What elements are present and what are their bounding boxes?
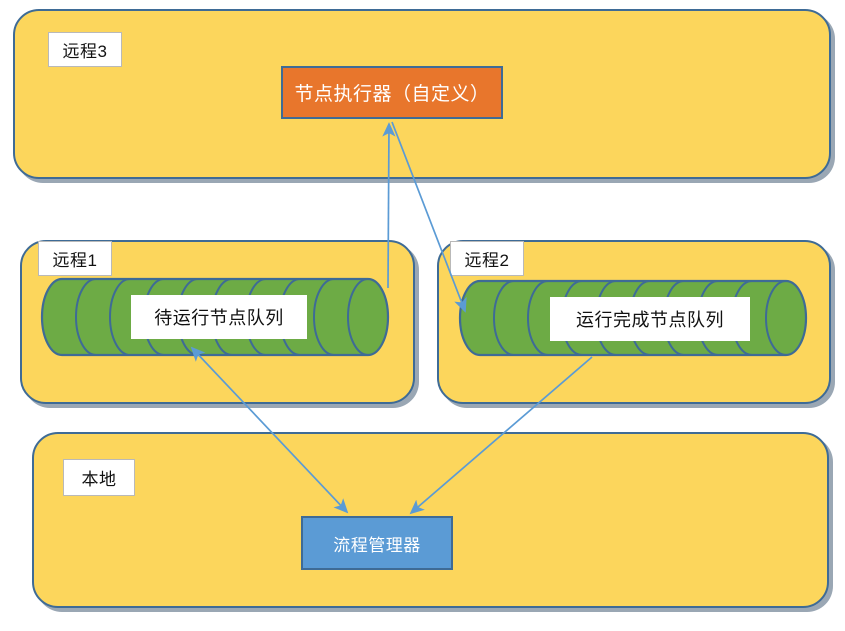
zone-label-remote3: 远程3 <box>48 32 122 67</box>
zone-label-remote1: 远程1 <box>38 241 112 276</box>
node-executor-box[interactable]: 节点执行器（自定义） <box>281 66 503 119</box>
process-manager-box[interactable]: 流程管理器 <box>301 516 453 570</box>
finished-queue-label: 运行完成节点队列 <box>550 297 750 341</box>
zone-label-local: 本地 <box>63 459 135 496</box>
zone-label-remote2: 远程2 <box>450 241 524 276</box>
pending-queue-label: 待运行节点队列 <box>131 295 307 339</box>
